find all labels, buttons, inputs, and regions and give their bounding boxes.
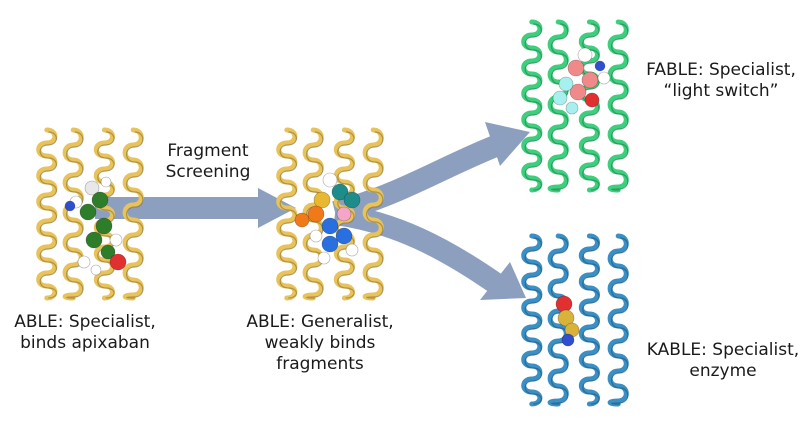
protein-able-generalist (276, 127, 384, 301)
label-fable-specialist: FABLE: Specialist, “light switch” (646, 60, 796, 101)
arrow-to-fable-head (485, 122, 530, 166)
protein-fable (521, 19, 629, 193)
helix (521, 19, 543, 193)
ligand-atom (317, 251, 331, 265)
ligand-atom (100, 244, 116, 260)
ligand-atom (597, 71, 611, 85)
ligand-atom (91, 191, 109, 209)
ligand-atom (77, 255, 91, 269)
ligand-atom (95, 217, 113, 235)
helix-shade (550, 23, 569, 191)
helix (607, 19, 629, 193)
arrow-to-kable (333, 203, 505, 295)
ligand-atom (584, 92, 600, 108)
helix-shade (126, 131, 144, 299)
helix-shade (582, 237, 600, 405)
ligand-atom (569, 83, 587, 101)
helix (578, 233, 600, 407)
ligand-atom (84, 180, 100, 196)
helix (547, 19, 569, 193)
helix-shade (610, 23, 629, 191)
helix (36, 127, 58, 301)
helix (276, 127, 298, 301)
ligand-atom (555, 295, 573, 313)
ligand-atom (109, 233, 123, 247)
ligand-atom (100, 176, 112, 188)
helix-shade (97, 131, 115, 299)
helix (93, 127, 115, 301)
helix-shade (582, 23, 600, 191)
ligand-atom (331, 183, 349, 201)
helix-shade (610, 237, 629, 405)
helix (333, 127, 355, 301)
ligand-atom (558, 76, 574, 92)
ligand-atom (109, 253, 127, 271)
ligand-atom (307, 205, 325, 223)
ligand-atom (294, 212, 310, 228)
ligand-atom (552, 90, 568, 106)
helix-shade (66, 131, 84, 299)
protein-able-specialist (36, 127, 144, 301)
helix-shade (39, 131, 57, 299)
helix-shade (365, 131, 384, 299)
helix (578, 19, 600, 193)
helix (607, 233, 629, 407)
ligand-atom (64, 200, 76, 212)
helix-shade (524, 23, 542, 191)
label-able-generalist: ABLE: Generalist, weakly binds fragments (246, 312, 394, 374)
helix-shade (550, 237, 569, 405)
ligand-atom (313, 191, 331, 209)
ligand-atom (565, 101, 579, 115)
ligand-atom (336, 206, 352, 222)
ligand-atom (343, 191, 361, 209)
label-kable-specialist: KABLE: Specialist, enzyme (646, 340, 800, 381)
arrow-to-kable-head (480, 262, 526, 300)
ligand-atom (577, 47, 593, 63)
ligand-atom (561, 333, 575, 347)
label-able-specialist: ABLE: Specialist, binds apixaban (14, 312, 156, 353)
helix (122, 127, 144, 301)
label-fragment-screening: Fragment Screening (165, 141, 251, 182)
ligand-atom (322, 172, 338, 188)
helix-shade (524, 237, 542, 405)
ligand-atom (581, 71, 599, 89)
ligand-atom (309, 229, 323, 243)
ligand-atom (345, 243, 359, 257)
ligand-atom (321, 217, 339, 235)
ligand-atom (335, 227, 353, 245)
protein-kable (521, 233, 629, 407)
helix (62, 127, 84, 301)
fragment-screening-arrowhead (258, 188, 296, 228)
helix (521, 233, 543, 407)
ligand-atom (321, 235, 339, 253)
ligand-atom (90, 264, 102, 276)
ligand-atom (567, 59, 585, 77)
helix-shade (305, 131, 324, 299)
ligand-atom (85, 231, 103, 249)
ligand-atom (557, 309, 575, 327)
ligand-atom (594, 60, 606, 72)
helix (362, 127, 384, 301)
ligand-atom (79, 203, 97, 221)
helix-shade (337, 131, 355, 299)
helix (547, 233, 569, 407)
